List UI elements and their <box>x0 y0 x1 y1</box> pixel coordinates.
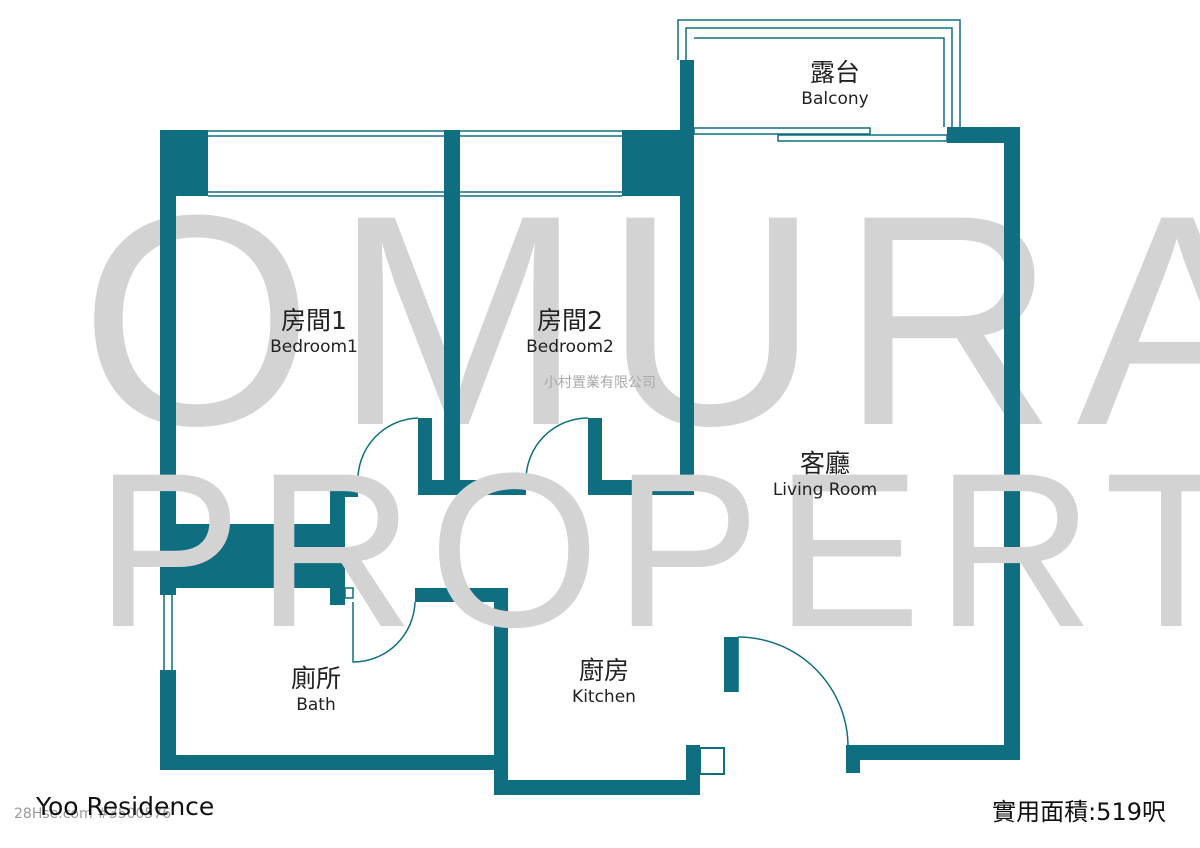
room-label-living: 客廳 Living Room <box>773 449 877 501</box>
room-label-bath: 廁所 Bath <box>291 664 341 716</box>
property-name: Yoo Residence <box>36 792 215 821</box>
room-name-zh: 廚房 <box>578 656 629 685</box>
room-name-en: Living Room <box>772 480 878 500</box>
watermark-company: 小村置業有限公司 <box>544 375 656 391</box>
room-name-zh: 房間2 <box>537 306 603 335</box>
room-name-en: Bedroom2 <box>526 337 614 357</box>
room-label-bedroom1: 房間1 Bedroom1 <box>270 306 358 358</box>
room-name-zh: 客廳 <box>799 449 851 478</box>
room-label-bedroom2: 房間2 Bedroom2 <box>526 306 614 358</box>
room-name-en: Bath <box>296 695 336 715</box>
room-label-balcony: 露台 Balcony <box>801 58 868 110</box>
room-name-en: Kitchen <box>572 687 636 707</box>
room-name-zh: 露台 <box>809 58 861 87</box>
watermark-site: 28Hse.com #3500576 <box>14 806 172 822</box>
room-name-en: Bedroom1 <box>270 337 358 357</box>
room-name-zh: 廁所 <box>290 664 342 693</box>
saleable-area: 實用面積:519呎 <box>992 798 1166 826</box>
watermark-property: PROPERTY <box>95 427 1200 673</box>
room-label-kitchen: 廚房 Kitchen <box>572 656 636 708</box>
room-name-en: Balcony <box>801 89 869 109</box>
room-name-zh: 房間1 <box>281 306 347 335</box>
